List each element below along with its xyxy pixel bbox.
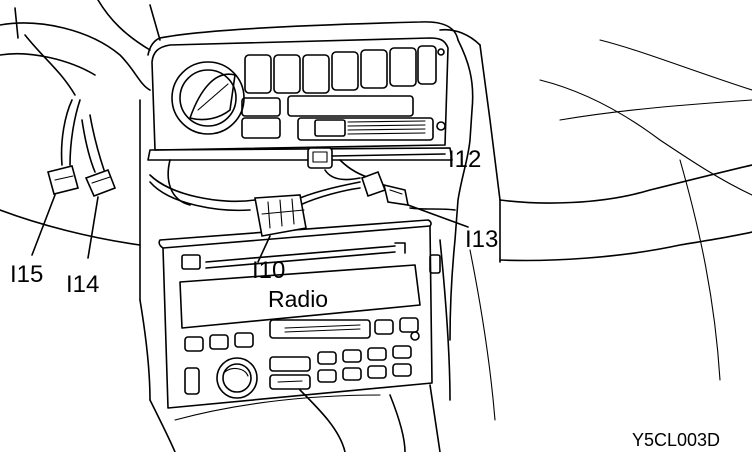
radio-unit <box>158 219 441 409</box>
figure-code: Y5CL003D <box>632 430 720 450</box>
connector-i10 <box>254 194 307 263</box>
label-i10: I10 <box>252 257 285 284</box>
label-radio: Radio <box>268 286 328 312</box>
label-i12: I12 <box>448 146 481 173</box>
connector-i12 <box>307 147 446 169</box>
climate-control-panel <box>147 37 453 161</box>
label-i15: I15 <box>10 261 43 288</box>
connector-i13 <box>360 170 469 228</box>
label-i14: I14 <box>66 271 99 298</box>
connector-i15 <box>31 99 81 256</box>
connector-i14 <box>81 114 117 259</box>
wiring-harness <box>149 159 456 212</box>
label-i13: I13 <box>465 226 498 253</box>
